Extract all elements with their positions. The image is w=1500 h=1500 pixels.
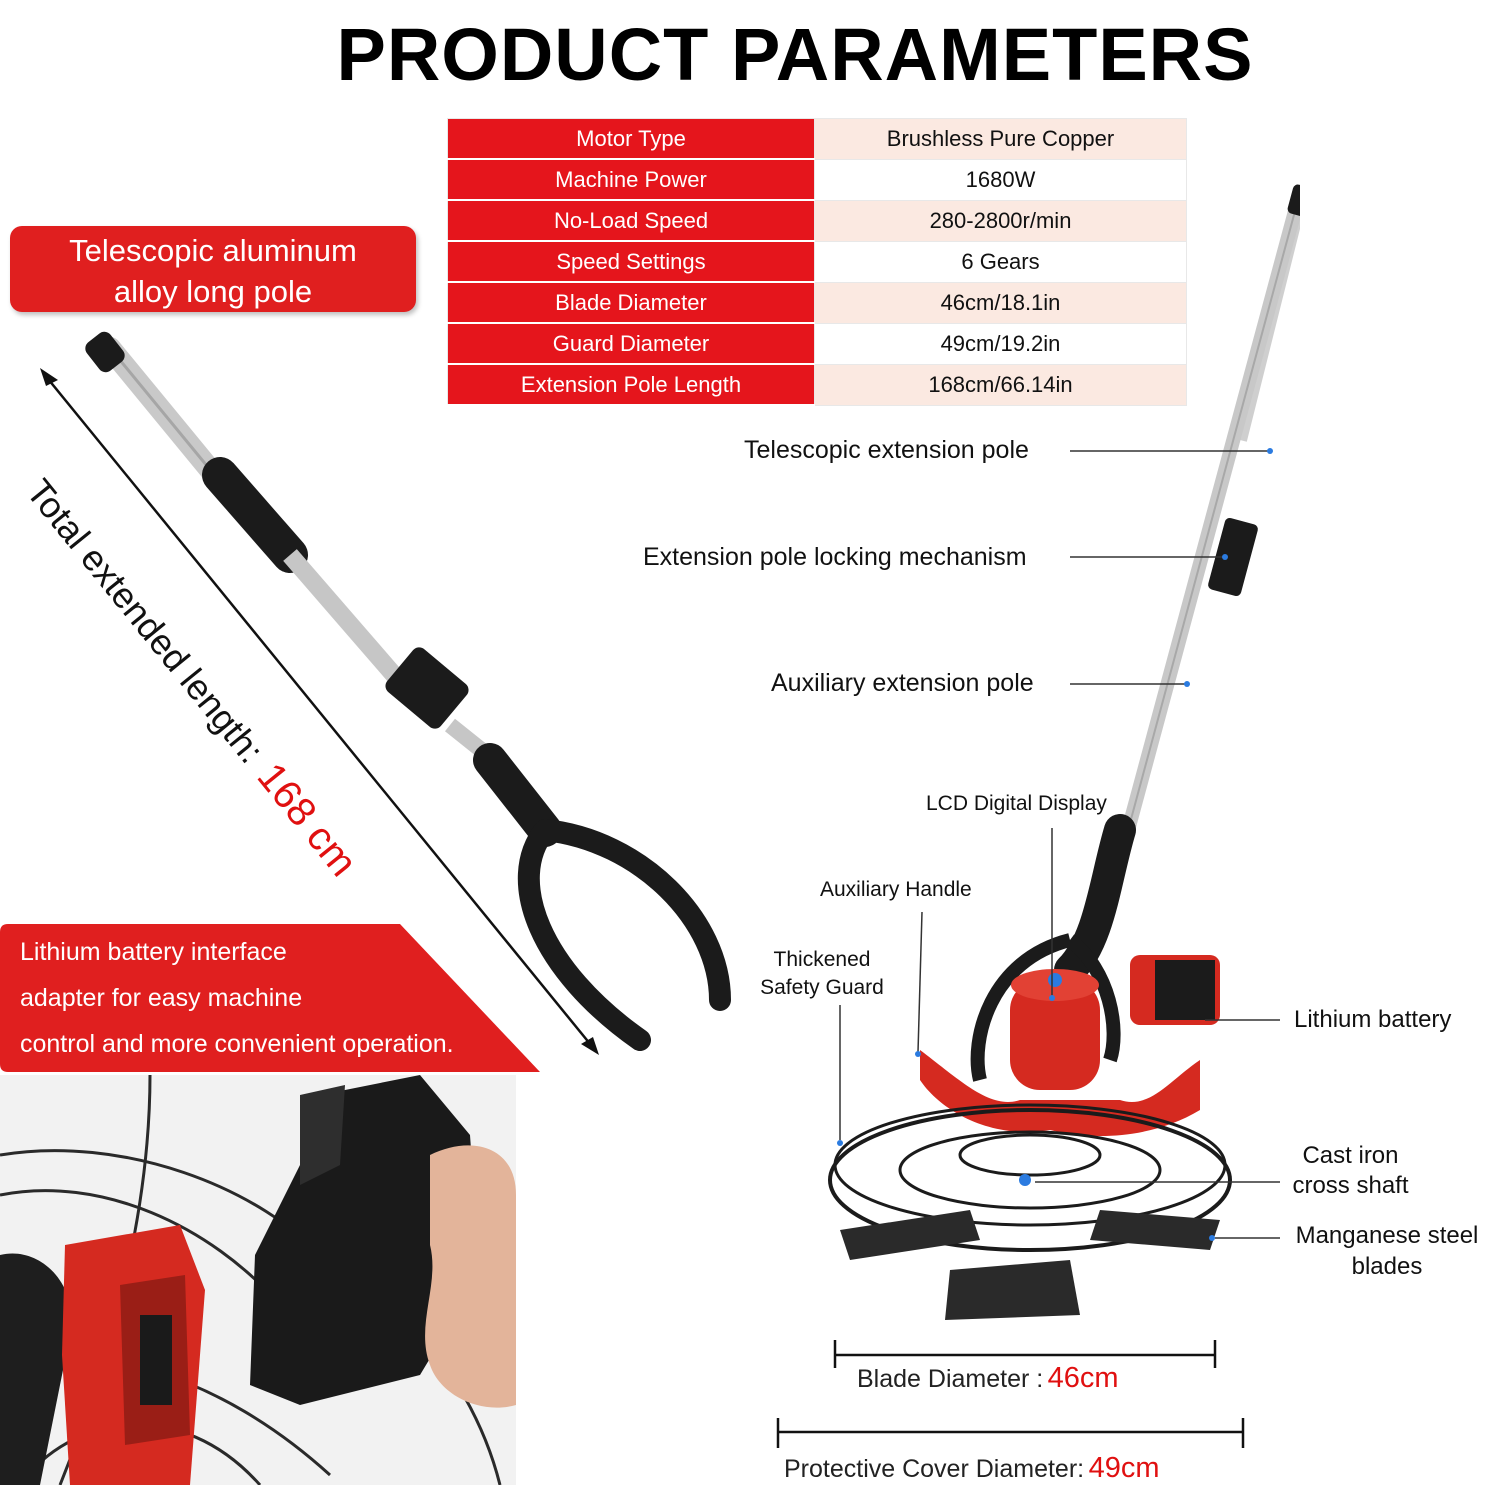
blade-left bbox=[840, 1210, 980, 1260]
spec-label: Motor Type bbox=[447, 118, 815, 160]
length-arrowhead-bottom bbox=[581, 1037, 599, 1055]
fork-handle bbox=[517, 819, 731, 1051]
callout-lithium-battery: Lithium battery bbox=[1294, 1006, 1452, 1033]
cover-diameter-dimension: Protective Cover Diameter: 49cm bbox=[784, 1452, 1159, 1485]
spec-label: Machine Power bbox=[447, 158, 815, 201]
callout-telescopic-pole: Telescopic extension pole bbox=[744, 436, 1029, 464]
callout-blades-line2: blades bbox=[1351, 1253, 1423, 1280]
cross-shaft-marker bbox=[1019, 1174, 1031, 1186]
hand bbox=[425, 1145, 516, 1408]
blade-diameter-dimension: Blade Diameter : 46cm bbox=[857, 1362, 1119, 1395]
pole-banner: Telescopic aluminum alloy long pole bbox=[10, 226, 416, 312]
lock-clamp bbox=[385, 647, 469, 729]
spec-label: Speed Settings bbox=[447, 240, 815, 283]
page-title: PRODUCT PARAMETERS bbox=[336, 13, 1254, 96]
callout-guard-line2: Safety Guard bbox=[760, 976, 884, 999]
spec-value: 49cm/19.2in bbox=[814, 322, 1187, 365]
spec-label: Guard Diameter bbox=[447, 322, 815, 365]
battery-adapter-photo bbox=[0, 1075, 516, 1485]
battery-banner-line2: adapter for easy machine bbox=[20, 984, 303, 1012]
callout-lcd-display: LCD Digital Display bbox=[926, 792, 1107, 815]
lithium-battery-pack bbox=[1155, 960, 1215, 1020]
callout-shaft-line1: Cast iron bbox=[1302, 1142, 1399, 1169]
blade-diameter-label: Blade Diameter : bbox=[857, 1365, 1044, 1393]
spec-value: 168cm/66.14in bbox=[814, 363, 1187, 406]
spec-value: 280-2800r/min bbox=[814, 199, 1187, 242]
length-arrow-line bbox=[43, 373, 596, 1051]
motor-housing bbox=[1010, 980, 1100, 1090]
battery-banner-line3: control and more convenient operation. bbox=[20, 1030, 454, 1058]
length-arrowhead-top bbox=[40, 368, 58, 386]
callout-cross-shaft: Cast iron cross shaft bbox=[1283, 1141, 1418, 1201]
blade-right bbox=[1090, 1210, 1220, 1250]
spec-label: No-Load Speed bbox=[447, 199, 815, 242]
blade-diameter-value: 46cm bbox=[1047, 1362, 1119, 1394]
callout-auxiliary-handle: Auxiliary Handle bbox=[820, 878, 972, 901]
cover-diameter-value: 49cm bbox=[1088, 1452, 1160, 1484]
battery-banner: Lithium battery interface adapter for ea… bbox=[0, 924, 540, 1072]
callout-shaft-line2: cross shaft bbox=[1292, 1172, 1409, 1199]
battery-banner-line1: Lithium battery interface bbox=[20, 938, 287, 966]
spec-label: Extension Pole Length bbox=[447, 363, 815, 406]
cover-diameter-label: Protective Cover Diameter: bbox=[784, 1455, 1085, 1483]
spec-label: Blade Diameter bbox=[447, 281, 815, 324]
safety-guard bbox=[828, 1108, 1232, 1252]
callout-safety-guard: Thickened Safety Guard bbox=[752, 946, 892, 1002]
callout-blades-line1: Manganese steel bbox=[1295, 1222, 1479, 1249]
blade-front bbox=[945, 1260, 1080, 1320]
callout-locking-mechanism: Extension pole locking mechanism bbox=[643, 543, 1027, 571]
callout-guard-line1: Thickened bbox=[773, 948, 871, 971]
callout-auxiliary-pole: Auxiliary extension pole bbox=[771, 669, 1034, 697]
power-trowel-illustration bbox=[828, 184, 1300, 1320]
pole-banner-line2: alloy long pole bbox=[113, 274, 313, 309]
pole-banner-line1: Telescopic aluminum bbox=[69, 233, 357, 268]
locking-clamp bbox=[1208, 517, 1258, 597]
extension-pole-illustration bbox=[40, 331, 731, 1055]
callout-blades: Manganese steel blades bbox=[1289, 1220, 1485, 1282]
spec-value: 6 Gears bbox=[814, 240, 1187, 283]
spec-value: Brushless Pure Copper bbox=[814, 118, 1187, 160]
spec-value: 46cm/18.1in bbox=[814, 281, 1187, 324]
